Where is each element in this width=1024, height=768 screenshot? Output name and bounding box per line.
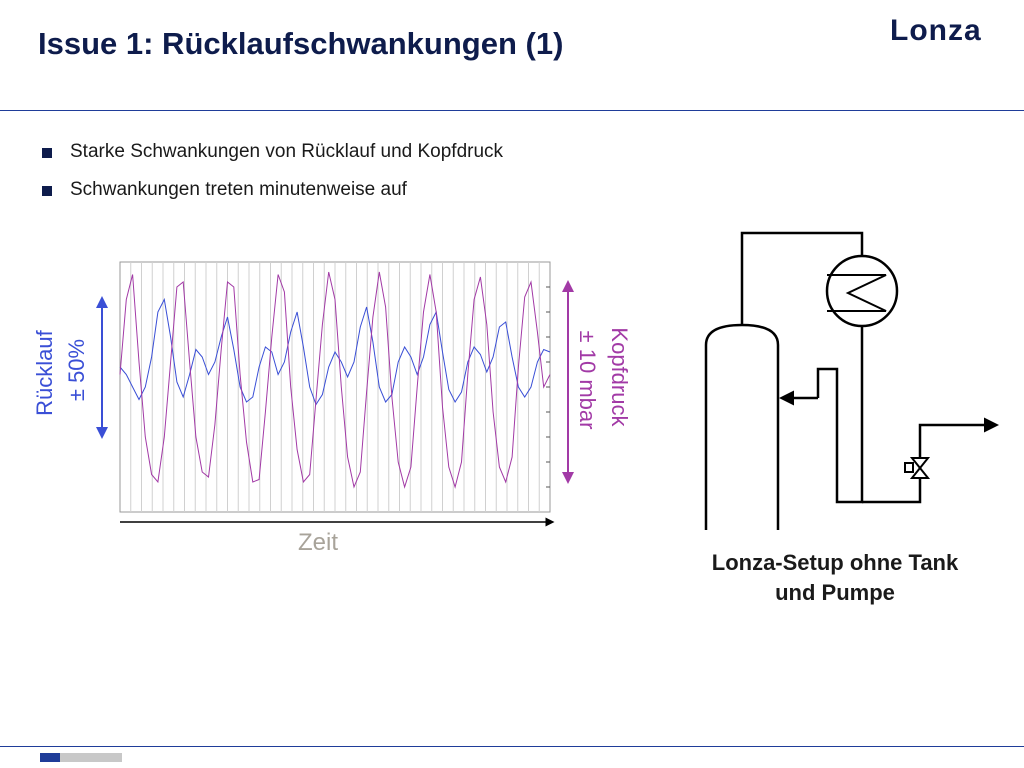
right-axis-label-line2: ± 10 mbar bbox=[575, 331, 600, 430]
column-setup-diagram bbox=[680, 215, 1024, 545]
condenser-coil bbox=[827, 274, 887, 312]
fluctuation-chart: Zeit Rücklauf ± 50% Kopfdruck ± 10 mbar bbox=[0, 220, 660, 580]
distillation-column bbox=[704, 323, 780, 530]
bullet-item: Schwankungen treten minutenweise auf bbox=[42, 176, 503, 214]
valve-actuator-icon bbox=[904, 462, 914, 473]
footer-accent-bar bbox=[40, 753, 60, 762]
condenser-icon bbox=[825, 254, 899, 328]
condensate-line bbox=[816, 326, 864, 504]
bullet-square-icon bbox=[42, 148, 52, 158]
bullet-text: Schwankungen treten minutenweise auf bbox=[70, 179, 407, 200]
right-axis-label: Kopfdruck ± 10 mbar bbox=[575, 327, 632, 432]
bullet-square-icon bbox=[42, 186, 52, 196]
vapor-line bbox=[740, 231, 864, 325]
diagram-caption: Lonza-Setup ohne Tank und Pumpe bbox=[650, 548, 1020, 608]
bullet-text: Starke Schwankungen von Rücklauf und Kop… bbox=[70, 141, 504, 162]
series-line-kopfdruck bbox=[119, 271, 551, 489]
lonza-logo: Lonza bbox=[890, 14, 982, 47]
right-axis-label-line1: Kopfdruck bbox=[607, 327, 632, 427]
page-title: Issue 1: Rücklaufschwankungen (1) bbox=[38, 26, 564, 61]
diagram-caption-line1: Lonza-Setup ohne Tank bbox=[711, 550, 959, 575]
header-divider bbox=[0, 110, 1024, 111]
valve-icon bbox=[909, 457, 931, 479]
left-axis-label-line1: Rücklauf bbox=[32, 329, 57, 415]
distillate-line bbox=[862, 417, 999, 504]
left-axis-label-line2: ± 50% bbox=[64, 339, 89, 401]
footer-divider bbox=[0, 746, 1024, 747]
left-axis-label: Rücklauf ± 50% bbox=[32, 324, 89, 416]
diagram-caption-line2: und Pumpe bbox=[775, 580, 895, 605]
footer-grey-bar bbox=[60, 753, 122, 762]
bullet-list: Starke Schwankungen von Rücklauf und Kop… bbox=[42, 138, 503, 214]
x-axis-label: Zeit bbox=[298, 529, 338, 556]
series-line-ruecklauf bbox=[119, 297, 551, 406]
bullet-item: Starke Schwankungen von Rücklauf und Kop… bbox=[42, 138, 503, 176]
